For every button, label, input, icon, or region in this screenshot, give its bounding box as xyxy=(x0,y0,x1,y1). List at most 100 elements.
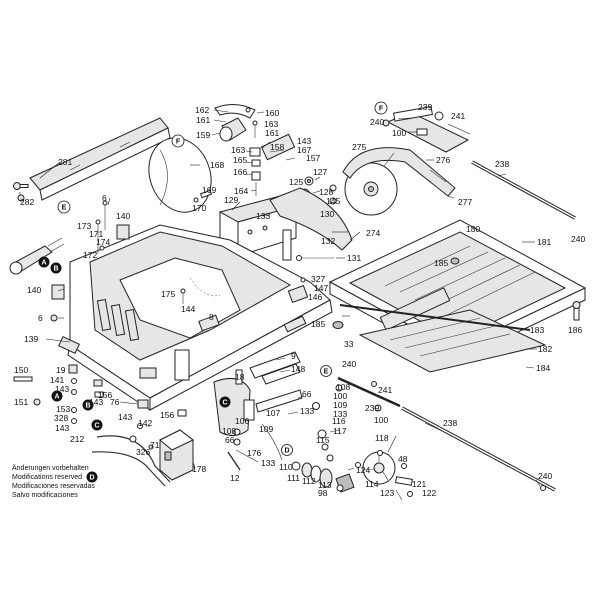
callout: 185 xyxy=(311,319,325,329)
svg-text:A: A xyxy=(41,260,46,267)
callout: 107 xyxy=(266,408,280,418)
part-tool-12 xyxy=(227,451,241,471)
part-clip-240 xyxy=(540,485,546,491)
callout: 184 xyxy=(536,363,550,373)
svg-text:D: D xyxy=(284,448,289,455)
modification-notes: Änderungen vorbehalten Modifications res… xyxy=(12,464,95,499)
callout: 146 xyxy=(308,292,322,302)
part-handle-left xyxy=(9,237,65,275)
svg-text:F: F xyxy=(176,139,181,146)
callout: 110 xyxy=(279,462,293,472)
callout: 145 xyxy=(326,196,340,206)
callout: 281 xyxy=(58,157,72,167)
ref-mark-b: B xyxy=(50,262,62,274)
callout: 241 xyxy=(378,385,392,395)
callout: 109 xyxy=(333,400,347,410)
callout: 143 xyxy=(55,384,69,394)
callout: 18 xyxy=(235,372,245,382)
callout: 142 xyxy=(138,418,152,428)
ref-mark-d: D xyxy=(281,444,293,456)
svg-text:E: E xyxy=(62,205,67,212)
part-screws-282 xyxy=(13,182,29,202)
callout: 118 xyxy=(375,433,389,443)
callout: 130 xyxy=(320,209,334,219)
part-handwheel-118 xyxy=(362,450,396,485)
part-nut-151 xyxy=(33,398,41,406)
callout: 140 xyxy=(27,285,41,295)
callout: 182 xyxy=(538,344,552,354)
callout: 141 xyxy=(50,375,64,385)
callout: 161 xyxy=(196,115,210,125)
callout: 12 xyxy=(230,473,240,483)
callout: 239 xyxy=(418,102,432,112)
part-trunnion-107 xyxy=(235,389,303,463)
part-screw-6 xyxy=(50,200,108,322)
callout: 238 xyxy=(495,159,509,169)
callout: 282 xyxy=(20,197,34,207)
callout: 100 xyxy=(374,415,388,425)
callout: 185 xyxy=(434,258,448,268)
part-base-housing-139 xyxy=(58,224,333,411)
callout: 186 xyxy=(568,325,582,335)
callout: 240 xyxy=(342,359,356,369)
callout: 174 xyxy=(96,237,110,247)
ref-mark-f: F xyxy=(374,101,388,115)
callout: 173 xyxy=(77,221,91,231)
callout: 163 xyxy=(264,119,278,129)
callout: 151 xyxy=(14,397,28,407)
callout: 240 xyxy=(538,471,552,481)
callout: 140 xyxy=(116,211,130,221)
callout: 33 xyxy=(344,339,354,349)
part-cable-212 xyxy=(91,435,171,487)
callout: 241 xyxy=(451,111,465,121)
callout: 123 xyxy=(380,488,394,498)
callout: 133 xyxy=(333,409,347,419)
callout: 162 xyxy=(195,105,209,115)
ref-mark-e: E xyxy=(57,200,71,214)
svg-text:C: C xyxy=(94,423,99,430)
leader-lines xyxy=(19,109,541,487)
callout: 172 xyxy=(83,250,97,260)
ref-mark-f: F xyxy=(171,134,185,148)
part-washers-108 xyxy=(233,428,241,446)
callout: 143 xyxy=(55,423,69,433)
callout: 98 xyxy=(318,488,328,498)
part-bar-150 xyxy=(13,376,33,382)
ref-mark-b: B xyxy=(82,399,94,411)
callout: 133 xyxy=(300,406,314,416)
svg-text:E: E xyxy=(324,369,329,376)
callout: 131 xyxy=(347,253,361,263)
part-feet-185 xyxy=(332,257,460,329)
callout: 117 xyxy=(333,426,347,436)
callout: 116 xyxy=(332,416,346,426)
callout: 176 xyxy=(247,448,261,458)
note-es: Modificaciones reservadas xyxy=(12,483,95,490)
ref-mark-c: C xyxy=(91,419,103,431)
part-fence-top xyxy=(382,106,470,153)
callout: 156 xyxy=(160,410,174,420)
ref-mark-a: A xyxy=(51,390,63,402)
svg-text:B: B xyxy=(53,266,58,273)
callout: 183 xyxy=(530,325,544,335)
callout: 143 xyxy=(297,136,311,146)
callout: 240 xyxy=(370,117,384,127)
svg-text:B: B xyxy=(85,403,90,410)
part-handwheel-bits xyxy=(355,462,413,501)
part-motor-18 xyxy=(213,369,251,436)
part-hub-stack xyxy=(291,461,355,493)
callout: 212 xyxy=(70,434,84,444)
part-disc-168 xyxy=(148,137,212,213)
ref-mark-a: A xyxy=(38,256,50,268)
callout: 158 xyxy=(270,142,284,152)
part-rod-238-top xyxy=(471,160,576,220)
callout: 133 xyxy=(256,211,270,221)
callout: 165 xyxy=(233,155,247,165)
callout: 277 xyxy=(458,197,472,207)
part-small-326 xyxy=(129,435,154,450)
callout: 169 xyxy=(202,185,216,195)
callout: 109 xyxy=(259,424,273,434)
ref-mark-c: C xyxy=(219,396,231,408)
part-bracket-146 xyxy=(287,277,309,304)
part-clamp-140 xyxy=(51,224,130,300)
